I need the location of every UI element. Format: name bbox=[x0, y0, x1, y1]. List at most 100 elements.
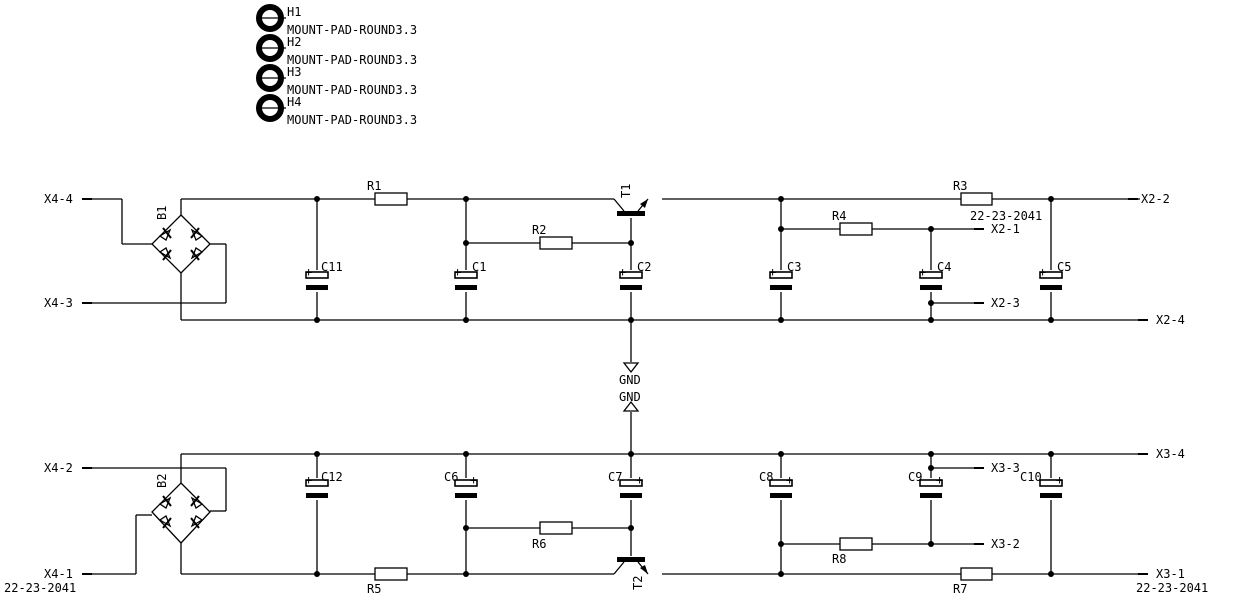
capacitor-ref: C6 bbox=[444, 470, 458, 484]
connector-x2-1: X2-1 bbox=[974, 222, 1020, 236]
connector-label: X2-4 bbox=[1156, 313, 1185, 327]
bridge-b1: B1 bbox=[151, 206, 211, 274]
polarity-mark: + bbox=[1039, 265, 1046, 279]
capacitor-ref: C10 bbox=[1020, 470, 1042, 484]
capacitor-c8: + C8 bbox=[759, 470, 793, 498]
connector-label: X4-3 bbox=[44, 296, 73, 310]
resistor-r3: R3 bbox=[953, 179, 993, 206]
bridge-b2: B2 bbox=[151, 474, 211, 544]
polarity-mark: + bbox=[305, 473, 312, 487]
connector-x4-3: X4-3 bbox=[44, 296, 92, 310]
transistor-ref: T1 bbox=[619, 184, 633, 198]
connector-x4-2: X4-2 bbox=[44, 461, 92, 475]
connector-x3-2: X3-2 bbox=[974, 537, 1020, 551]
polarity-mark: + bbox=[786, 473, 793, 487]
capacitor-c12: + C12 bbox=[305, 470, 343, 498]
mount-hole-h4: H4 MOUNT-PAD-ROUND3.3 bbox=[256, 94, 417, 127]
capacitor-ref: C3 bbox=[787, 260, 801, 274]
connector-x2-3: X2-3 bbox=[974, 296, 1020, 310]
top-wires bbox=[90, 198, 1140, 362]
gnd-label: GND bbox=[619, 373, 641, 387]
top-junctions bbox=[314, 196, 1054, 323]
capacitor-ref: C2 bbox=[637, 260, 651, 274]
capacitor-ref: C11 bbox=[321, 260, 343, 274]
emitter-arrow-icon bbox=[640, 199, 648, 208]
capacitor-ref: C4 bbox=[937, 260, 951, 274]
resistor-ref: R6 bbox=[532, 537, 546, 551]
resistor-ref: R1 bbox=[367, 179, 381, 193]
transistor-base-icon bbox=[617, 211, 645, 216]
connector-label: X4-2 bbox=[44, 461, 73, 475]
polarity-mark: + bbox=[919, 265, 926, 279]
resistor-r4: R4 bbox=[832, 209, 873, 236]
mount-hole-ref: H2 bbox=[287, 35, 301, 49]
polarity-mark: + bbox=[305, 265, 312, 279]
resistor-ref: R2 bbox=[532, 223, 546, 237]
transistor-t2: T2 bbox=[617, 557, 648, 590]
connector-label: X3-4 bbox=[1156, 447, 1185, 461]
mount-hole-h3: H3 MOUNT-PAD-ROUND3.3 bbox=[256, 64, 417, 97]
polarity-mark: + bbox=[470, 473, 477, 487]
connector-x3-4: X3-4 bbox=[1138, 447, 1185, 461]
polarity-mark: + bbox=[454, 265, 461, 279]
bottom-junctions bbox=[314, 451, 1054, 577]
connector-x4-1: X4-1 bbox=[44, 567, 92, 581]
resistor-r5: R5 bbox=[367, 567, 408, 596]
gnd-symbol-top: GND bbox=[619, 362, 641, 387]
capacitor-ref: C7 bbox=[608, 470, 622, 484]
resistor-r6: R6 bbox=[532, 521, 573, 551]
capacitor-c7: + C7 bbox=[608, 470, 643, 498]
mount-hole-value: MOUNT-PAD-ROUND3.3 bbox=[287, 113, 417, 127]
bridge-ref: B2 bbox=[155, 474, 169, 488]
connector-label: X2-3 bbox=[991, 296, 1020, 310]
resistor-r2: R2 bbox=[532, 223, 573, 250]
resistor-ref: R5 bbox=[367, 582, 381, 596]
polarity-mark: + bbox=[936, 473, 943, 487]
resistor-r7: R7 bbox=[953, 567, 993, 596]
mount-hole-value: MOUNT-PAD-ROUND3.3 bbox=[287, 53, 417, 67]
capacitor-c1: + C1 bbox=[454, 260, 486, 290]
mount-hole-h2: H2 MOUNT-PAD-ROUND3.3 bbox=[256, 34, 417, 67]
capacitor-c6: + C6 bbox=[444, 470, 478, 498]
capacitor-c11: + C11 bbox=[305, 260, 343, 290]
resistor-r1: R1 bbox=[367, 179, 408, 206]
connector-label: X3-2 bbox=[991, 537, 1020, 551]
gnd-label: GND bbox=[619, 390, 641, 404]
ground-icon bbox=[622, 400, 640, 412]
connector-x3-3: X3-3 bbox=[974, 461, 1020, 475]
capacitor-ref: C12 bbox=[321, 470, 343, 484]
resistor-ref: R8 bbox=[832, 552, 846, 566]
ground-icon bbox=[622, 362, 640, 374]
connector-label: X3-1 bbox=[1156, 567, 1185, 581]
part-number-right: 22-23-2041 bbox=[1136, 581, 1208, 595]
polarity-mark: + bbox=[1056, 473, 1063, 487]
mount-hole-ref: H3 bbox=[287, 65, 301, 79]
mount-hole-h1: H1 MOUNT-PAD-ROUND3.3 bbox=[256, 4, 417, 37]
connector-x2-2: X2-2 bbox=[1128, 192, 1170, 206]
capacitor-c2: + C2 bbox=[619, 260, 651, 290]
resistor-ref: R3 bbox=[953, 179, 967, 193]
part-number-mid: 22-23-2041 bbox=[970, 209, 1042, 223]
bottom-wires bbox=[90, 412, 1140, 575]
capacitor-ref: C1 bbox=[472, 260, 486, 274]
capacitor-c4: + C4 bbox=[919, 260, 951, 290]
connector-label: X2-2 bbox=[1141, 192, 1170, 206]
connector-x2-4: X2-4 bbox=[1138, 313, 1185, 327]
transistor-ref: T2 bbox=[631, 576, 645, 590]
capacitor-ref: C9 bbox=[908, 470, 922, 484]
polarity-mark: + bbox=[636, 473, 643, 487]
polarity-mark: + bbox=[769, 265, 776, 279]
diode-icon bbox=[158, 495, 204, 529]
capacitor-ref: C8 bbox=[759, 470, 773, 484]
bridge-ref: B1 bbox=[155, 206, 169, 220]
mount-hole-ref: H1 bbox=[287, 5, 301, 19]
capacitor-ref: C5 bbox=[1057, 260, 1071, 274]
resistor-r8: R8 bbox=[832, 537, 873, 566]
mount-hole-value: MOUNT-PAD-ROUND3.3 bbox=[287, 83, 417, 97]
connector-x4-4: X4-4 bbox=[44, 192, 92, 206]
diode-icon bbox=[158, 227, 204, 261]
transistor-base-icon bbox=[617, 557, 645, 562]
capacitor-c9: + C9 bbox=[908, 470, 943, 498]
polarity-mark: + bbox=[619, 265, 626, 279]
